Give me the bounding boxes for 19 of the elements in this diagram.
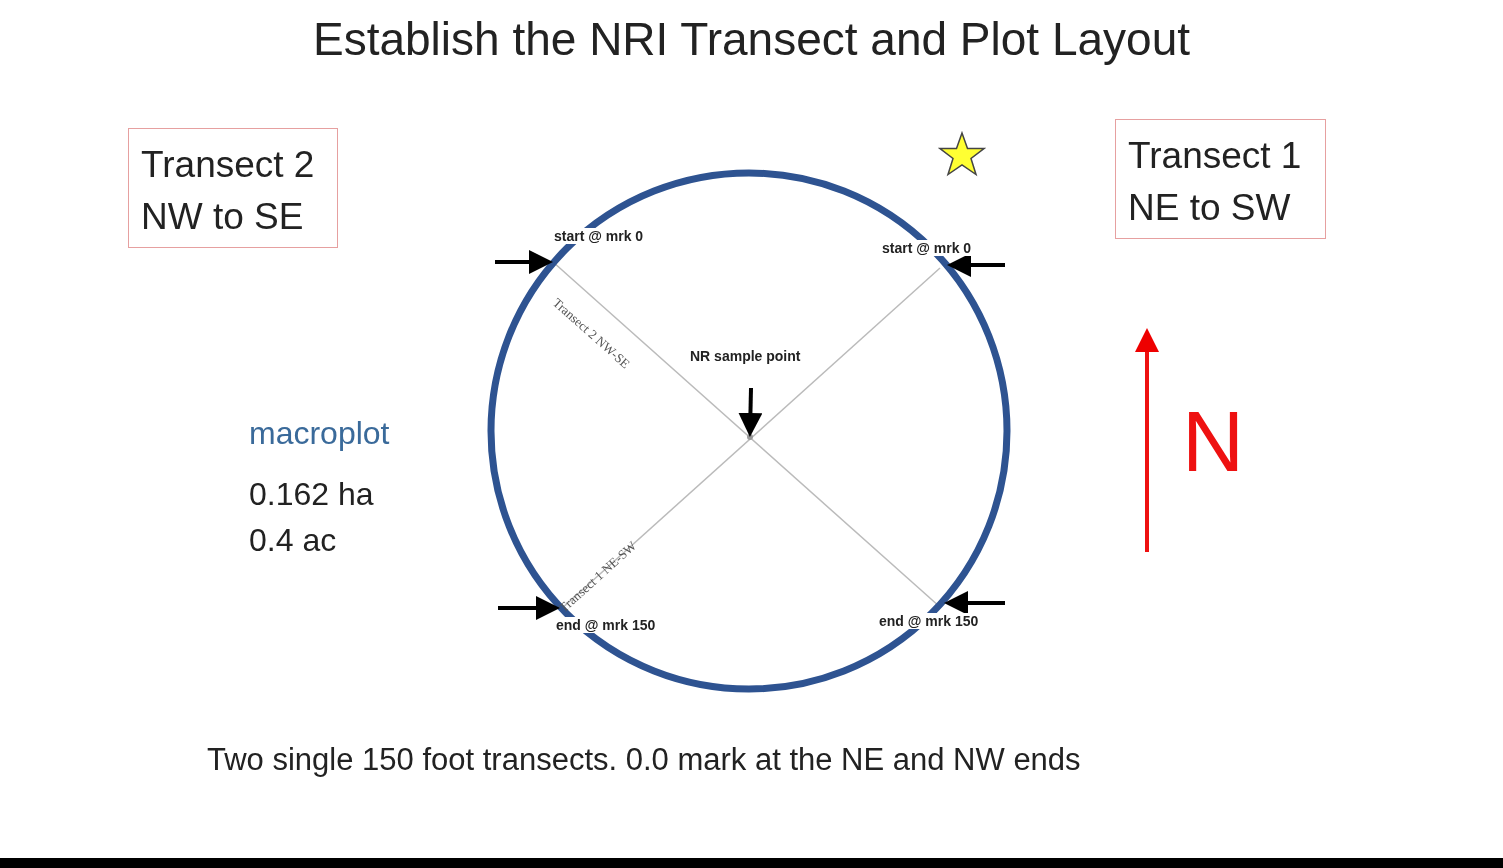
caption: Two single 150 foot transects. 0.0 mark at the NE and NW ends — [207, 742, 1081, 778]
arrow — [495, 250, 553, 274]
title: Establish the NRI Transect and Plot Layout — [311, 12, 1191, 66]
point-label: NR sample point — [690, 348, 801, 364]
point-label: start @ mrk 0 — [552, 228, 646, 244]
arrow — [944, 591, 1005, 615]
text-box: Transect 1 NE to SW — [1115, 119, 1326, 239]
north-label: N — [1182, 392, 1245, 491]
crossing-point — [747, 434, 753, 440]
point-label: start @ mrk 0 — [880, 240, 974, 256]
arrow — [947, 253, 1005, 277]
arrow — [738, 387, 763, 437]
area-value: 0.162 ha — [249, 476, 374, 513]
plot-label: macroplot — [249, 415, 390, 452]
point-label: end @ mrk 150 — [554, 617, 658, 633]
text-box: Transect 2 NW to SE — [128, 128, 338, 248]
point-label: end @ mrk 150 — [877, 613, 981, 629]
arrow — [498, 596, 560, 620]
area-value: 0.4 ac — [249, 522, 337, 559]
